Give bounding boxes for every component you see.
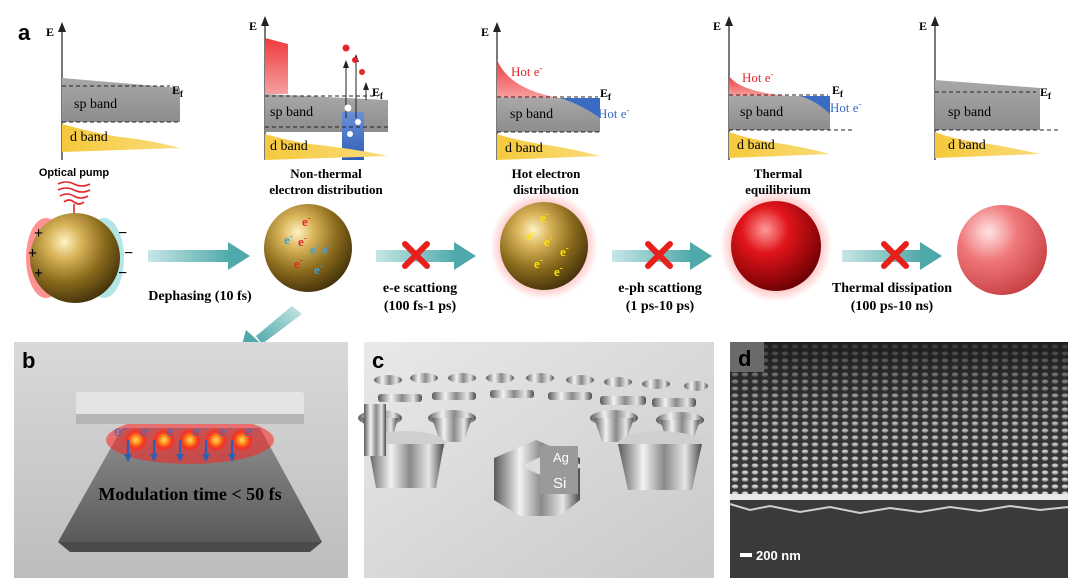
label-optical-pump: Optical pump [39,167,110,179]
svg-text:Ef: Ef [832,83,844,99]
label-eph-2: (1 ps-10 ps) [626,299,695,314]
label-dephasing: Dephasing (10 fs) [148,289,252,304]
arrow-dephasing [148,242,250,270]
svg-text:e⁻: e⁻ [218,423,233,439]
sphere-plasmon: + + + − − − [26,213,133,303]
panel-d-label: d [738,346,751,371]
panel-a-label: a [18,20,31,45]
svg-text:+: + [34,225,43,242]
label-ag: Ag [553,450,569,465]
svg-text:−: − [118,265,127,282]
sphere-hot-electron: e- e- e- e- e- e- [490,192,598,300]
svg-text:e⁻: e⁻ [244,423,259,439]
svg-text:Ef: Ef [372,85,384,101]
svg-text:E: E [249,19,257,33]
label-non-thermal-2: electron distribution [269,182,383,197]
energy-diagram-2: E Ef sp band d band [249,16,388,160]
svg-text:d band: d band [737,138,775,153]
svg-text:sp band: sp band [270,105,313,120]
panel-b-caption: Modulation time < 50 fs [98,484,281,504]
svg-text:e-: e- [560,243,569,259]
energy-diagram-4: E Ef Hot e- Hot e- sp band d band [713,16,862,160]
sp-band-label: sp band [74,97,117,112]
energy-diagram-3: E Ef Hot e- Hot e- sp band d band [481,22,630,160]
arrow-eph-scattering [612,241,712,270]
svg-text:sp band: sp band [740,105,783,120]
svg-text:e⁻: e⁻ [114,423,129,439]
svg-text:e-: e- [544,233,553,249]
label-ee-2: (100 fs-1 ps) [384,299,457,314]
svg-text:−: − [118,225,127,242]
label-si: Si [553,475,566,492]
arrow-ee-scattering [376,241,476,270]
svg-text:e⁻: e⁻ [192,423,207,439]
svg-text:e-: e- [284,231,293,247]
hot-e-blue-label: Hot e- [598,105,630,121]
svg-text:Hot e-: Hot e- [830,99,862,115]
label-non-thermal-1: Non-thermal [290,166,362,181]
svg-text:e-: e- [540,209,549,225]
svg-text:E: E [481,25,489,39]
scale-bar-label: 200 nm [756,548,801,563]
svg-text:e-: e- [298,233,307,249]
axis-label-e: E [46,25,54,39]
label-diss-1: Thermal dissipation [832,281,952,296]
panel-b: b e⁻ e⁻ e⁻ e⁻ e⁻ e⁻ Modulation time < [14,342,348,578]
svg-text:Hot e-: Hot e- [742,69,774,85]
svg-text:E: E [713,19,721,33]
panel-c-label: c [372,348,384,373]
svg-text:d band: d band [270,139,308,154]
svg-text:e-: e- [294,255,303,271]
svg-text:sp band: sp band [510,107,553,122]
sphere-non-thermal: e- e- e- e- e- e- e- [264,204,352,292]
svg-text:e-: e- [534,255,543,271]
panel-d: d 200 nm [729,342,1069,578]
svg-text:d band: d band [505,141,543,156]
svg-text:e-: e- [526,227,535,243]
panel-b-label: b [22,348,35,373]
label-eph-1: e-ph scattiong [618,281,702,296]
optical-pump-wave [57,181,91,214]
label-hot-1: Hot electron [512,166,581,181]
panel-c: c [358,342,714,578]
svg-text:+: + [28,245,37,262]
svg-text:e⁻: e⁻ [166,423,181,439]
svg-text:e-: e- [314,261,323,277]
svg-text:+: + [34,265,43,282]
svg-text:Ef: Ef [1040,85,1052,101]
label-thermal-1: Thermal [754,166,803,181]
energy-diagram-5: E Ef sp band d band [919,16,1058,160]
fermi-label: Ef [172,83,184,99]
svg-text:e⁻: e⁻ [140,423,155,439]
svg-text:sp band: sp band [948,105,991,120]
svg-text:E: E [919,19,927,33]
label-ee-1: e-e scattiong [383,281,457,296]
svg-text:e-: e- [322,241,331,257]
svg-text:e-: e- [302,213,311,229]
svg-text:e-: e- [310,241,319,257]
hot-e-red-label: Hot e- [511,63,543,79]
svg-text:−: − [124,245,133,262]
label-diss-2: (100 ps-10 ns) [851,299,934,314]
sphere-thermal-equilibrium [720,190,832,302]
label-hot-2: distribution [513,182,580,197]
energy-diagram-1: E Ef sp band d band [46,22,184,160]
d-band-label: d band [70,130,108,145]
svg-text:d band: d band [948,138,986,153]
svg-text:e-: e- [554,263,563,279]
arrow-thermal-dissipation [842,241,942,270]
svg-text:Ef: Ef [600,86,612,102]
sphere-dissipated [957,205,1047,295]
